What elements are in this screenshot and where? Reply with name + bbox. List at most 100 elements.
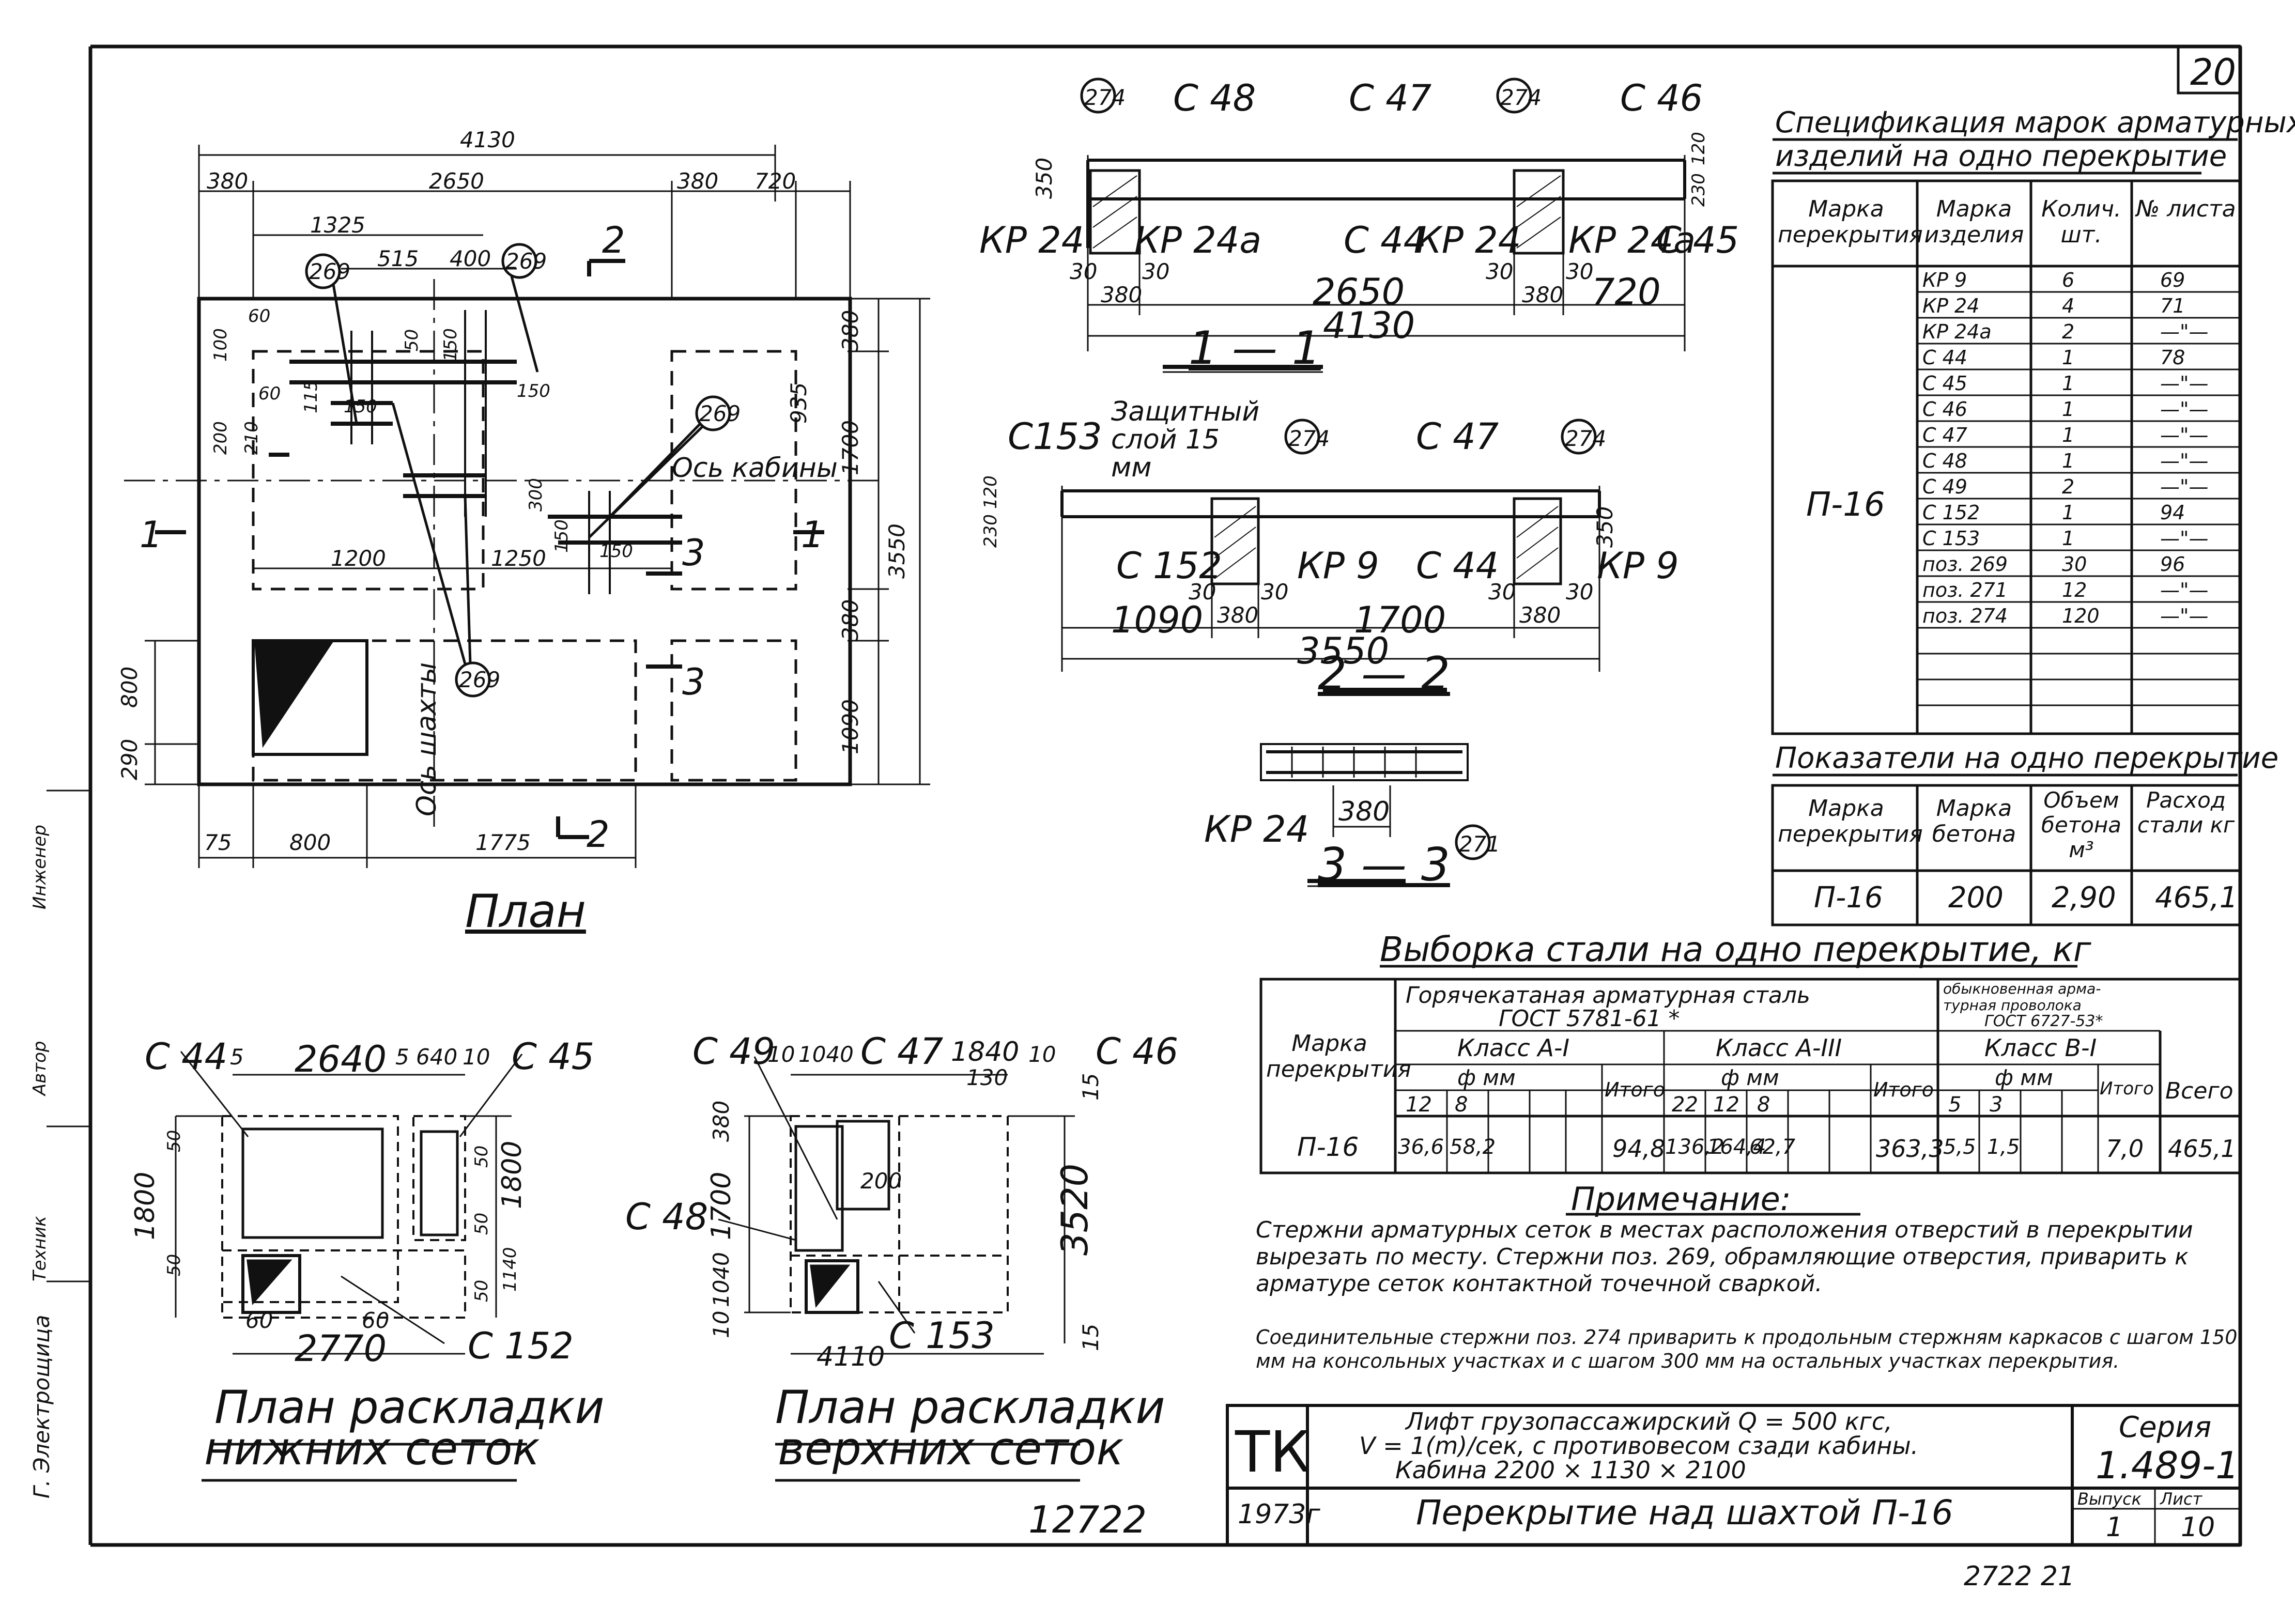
title-desc-2: V = 1(m)/сек, с противовесом сзади кабин… xyxy=(1359,1432,1919,1460)
bottom-plan-dim: 640 xyxy=(416,1044,458,1070)
steel-header-hot: Горячекатаная арматурная сталь xyxy=(1406,982,1810,1009)
itogo-b1: Итого xyxy=(2100,1078,2154,1099)
class-a3: Класс А-III xyxy=(1716,1034,1842,1062)
steel-cell: 7,0 xyxy=(2106,1135,2144,1163)
spec-item-qty: 4 xyxy=(2062,295,2075,317)
section-1-1-dim: 380 xyxy=(1101,282,1143,307)
doc-number: 12722 xyxy=(1028,1498,1147,1541)
spec-item-qty: 1 xyxy=(2062,346,2075,369)
bottom-plan-dim: 1800 xyxy=(130,1171,161,1240)
section-1-1-label: С 45 xyxy=(1656,219,1739,261)
spec-item-qty: 1 xyxy=(2062,527,2075,550)
bottom-plan-dim: 5 xyxy=(395,1044,409,1070)
section-1-1-label: С 48 xyxy=(1173,77,1256,119)
note-title: Примечание: xyxy=(1571,1180,1791,1218)
callout-269: 269 xyxy=(459,667,501,692)
section-2-2-label: КР 9 xyxy=(1597,545,1679,587)
top-plan-dim: 130 xyxy=(966,1065,1008,1090)
bottom-plan-label: С 44 xyxy=(145,1035,228,1078)
plan-dim: 1775 xyxy=(475,830,531,855)
section-1-1-dim: 230 xyxy=(1688,173,1709,207)
spec-header: № листа xyxy=(2136,196,2236,222)
spec-item-qty: 1 xyxy=(2062,424,2075,446)
section-2-2-dim: 1090 xyxy=(1111,599,1204,641)
plan-dim: 75 xyxy=(204,830,232,855)
section-marker-3: 3 xyxy=(682,661,705,703)
itogo-a1: Итого xyxy=(1605,1078,1666,1101)
spec-item-qty: 1 xyxy=(2062,450,2075,472)
spec-item-mark: С 47 xyxy=(1922,424,1967,446)
spec-item-mark: С 45 xyxy=(1922,372,1967,395)
plan-inner-dim: 115 xyxy=(301,380,321,413)
indicators-title: Показатели на одно перекрытие xyxy=(1775,741,2279,775)
bottom-plan-dim: 60 xyxy=(245,1308,273,1333)
year: 1973г xyxy=(1238,1499,1320,1530)
spec-item-qty: 1 xyxy=(2062,501,2075,524)
spec-title-1: Спецификация марок арматурных xyxy=(1775,106,2295,140)
vsego: Всего xyxy=(2165,1078,2234,1104)
sheet-value: 10 xyxy=(2181,1512,2215,1543)
plan-dim: 515 xyxy=(377,246,419,271)
section-marker-2: 2 xyxy=(602,219,625,261)
spec-item-qty: 2 xyxy=(2062,475,2075,498)
margin-signature-3: Автор xyxy=(29,1041,50,1096)
top-plan-dim: 15 xyxy=(1078,1323,1103,1351)
top-plan-dim: 3520 xyxy=(1054,1163,1096,1256)
indicators-value: 465,1 xyxy=(2155,881,2238,915)
bottom-plan-title-1: План раскладки xyxy=(214,1381,605,1434)
section-2-2-title: 2 — 2 xyxy=(1318,647,1450,700)
top-plan-label: С 46 xyxy=(1096,1030,1179,1073)
indicators-value: П-16 xyxy=(1814,881,1883,915)
series-value: 1.489-1 xyxy=(2096,1444,2239,1487)
plan-inner-dim: 300 xyxy=(526,478,546,512)
section-3-3-title: 3 — 3 xyxy=(1318,838,1450,891)
spec-item-mark: КР 9 xyxy=(1922,269,1967,291)
plan-dim: 290 xyxy=(117,738,142,780)
spec-item-sheet: —"— xyxy=(2160,320,2209,343)
spec-item-qty: 1 xyxy=(2062,398,2075,421)
class-b1: Класс В-I xyxy=(1984,1034,2097,1062)
callout-269: 269 xyxy=(505,249,547,274)
bottom-plan-dim: 50 xyxy=(471,1212,492,1235)
section-2-2-label: С153 xyxy=(1008,415,1102,458)
section-2-2-label: С 44 xyxy=(1416,545,1499,587)
section-1-1-label: С 47 xyxy=(1349,77,1432,119)
phi-a1: ф мм xyxy=(1457,1065,1516,1090)
bottom-plan-title-2: нижних сеток xyxy=(204,1422,540,1475)
section-1-1-callout: 274 xyxy=(1500,85,1542,110)
steel-cell: П-16 xyxy=(1297,1132,1359,1162)
plan-inner-dim: 100 xyxy=(210,328,231,362)
top-plan-label: С 48 xyxy=(625,1196,708,1238)
diam-a1: 12 xyxy=(1406,1093,1432,1117)
spec-item-sheet: —"— xyxy=(2160,605,2209,627)
steel-cell: 363,3 xyxy=(1876,1135,1944,1163)
spec-item-sheet: 71 xyxy=(2160,295,2185,317)
plan-dim: 3550 xyxy=(884,523,910,579)
plan-inner-dim: 1200 xyxy=(331,546,386,571)
spec-item-qty: 6 xyxy=(2062,269,2075,291)
spec-item-sheet: —"— xyxy=(2160,475,2209,498)
top-plan-dim: 1700 xyxy=(706,1171,737,1240)
plan-inner-dim: 200 xyxy=(210,421,231,455)
callout-269: 269 xyxy=(699,401,741,426)
spec-item-mark: С 152 xyxy=(1922,501,1980,524)
steel-cell: 1,5 xyxy=(1987,1135,2020,1159)
section-2-2-label: С 47 xyxy=(1416,415,1499,458)
top-plan-label: С 153 xyxy=(889,1314,995,1357)
plan-inner-dim: 150 xyxy=(551,519,572,553)
spec-item-qty: 12 xyxy=(2062,579,2087,601)
indicators-value: 200 xyxy=(1948,881,2004,915)
spec-item-sheet: 78 xyxy=(2160,346,2185,369)
plan-dim: 380 xyxy=(838,599,863,641)
section-1-1-dim: 120 xyxy=(1688,132,1709,165)
diam-b1: 3 xyxy=(1990,1093,2003,1117)
spec-item-sheet: —"— xyxy=(2160,450,2209,472)
steel-cell: 94,8 xyxy=(1612,1135,1666,1163)
steel-title: Выборка стали на одно перекрытие, кг xyxy=(1380,930,2091,969)
section-1-1-dim: 380 xyxy=(1522,282,1564,307)
spec-header: Марка изделия xyxy=(1924,196,2024,248)
spec-item-mark: поз. 269 xyxy=(1922,553,2008,576)
section-1-1-dim: 30 xyxy=(1566,259,1594,284)
plan-dim: 380 xyxy=(838,310,863,351)
